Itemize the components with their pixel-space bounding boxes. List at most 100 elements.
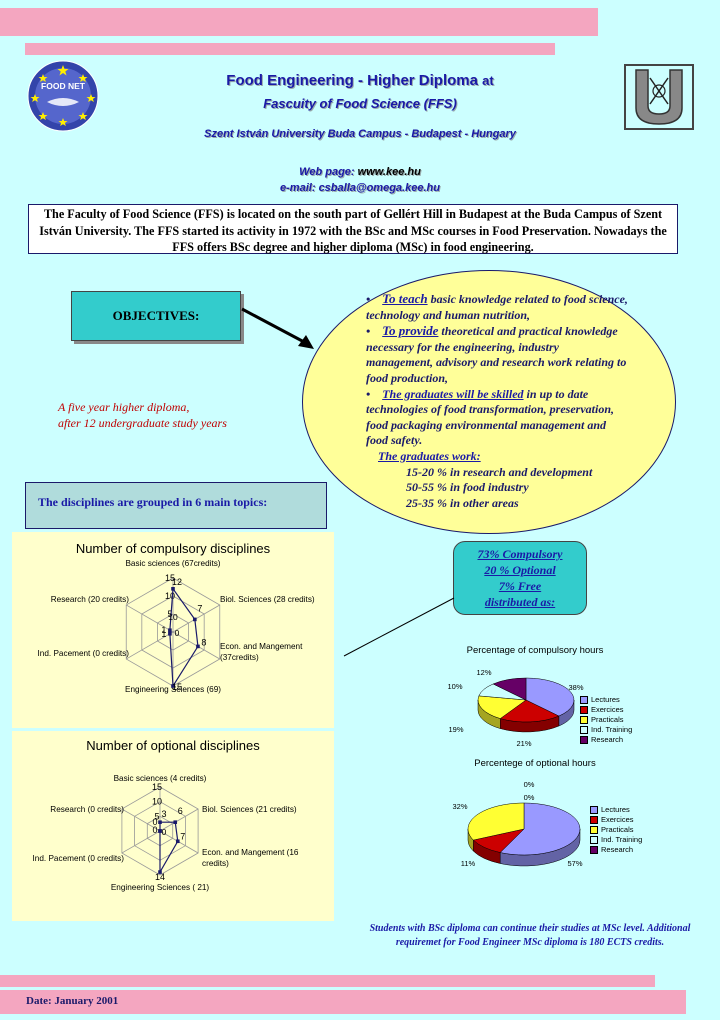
pie-slice <box>525 677 575 717</box>
radar-category-label: Basic sciences (67credits) <box>125 559 220 568</box>
title-main: Food Engineering - Higher Diploma <box>226 72 478 89</box>
work-heading: The graduates work: <box>378 448 481 463</box>
radar-value-label: 12 <box>172 577 182 587</box>
radar-category-label: Engineering Sciences ( 21) <box>111 883 210 892</box>
radar-category-label: Biol. Sciences (21 credits) <box>202 805 297 814</box>
radar-value-label: 7 <box>197 603 202 613</box>
legend-item: Research <box>580 735 632 745</box>
legend-label: Research <box>591 735 624 744</box>
radar-center-label: 0 <box>175 628 180 638</box>
legend-item: Practicals <box>580 715 632 725</box>
email-line: e-mail: csballa@omega.kee.hu <box>120 182 600 194</box>
radar-value-label: 1 <box>161 629 166 639</box>
provide-text: theoretical and practical knowledge nece… <box>366 324 627 385</box>
radar-axis <box>159 808 199 832</box>
radar-category-label-part: Basic sciences (67credits) <box>125 559 220 568</box>
foodnet-logo-text: FOOD NET <box>41 81 86 91</box>
pie-value-label: 10% <box>447 682 462 691</box>
optional-radar-chart: Number of optional disciplines15105Basic… <box>33 738 299 892</box>
legend-item: Practicals <box>590 825 642 835</box>
legend-swatch <box>590 816 598 824</box>
faculty-line: Fascuity of Food Science (FFS) <box>263 96 457 111</box>
legend-label: Research <box>601 845 634 854</box>
legend-swatch <box>590 806 598 814</box>
radar-value-label: 6 <box>178 806 183 816</box>
radar-category-label-part: Ind. Pacement (0 credits) <box>38 649 130 658</box>
legend-item: Ind. Training <box>580 725 632 735</box>
radar-point <box>158 820 162 824</box>
radar-tick-label: 10 <box>165 591 175 601</box>
provide-keyword: To provide <box>382 323 439 339</box>
pie-value-label: 12% <box>476 668 491 677</box>
radar-category-label: Engineering Sciences (69) <box>125 685 221 694</box>
distribution-box: 73% Compulsory 20 % Optional 7% Free dis… <box>453 541 587 615</box>
radar-tick-label: 15 <box>165 573 175 583</box>
radar-category-label-part: (37credits) <box>220 653 259 662</box>
radar-axis <box>121 808 161 832</box>
arrow-icon <box>241 307 314 349</box>
pie-value-label: 38% <box>568 683 583 692</box>
pie-slice <box>492 677 527 701</box>
legend-label: Exercices <box>591 705 624 714</box>
radar-value-label: 3 <box>161 809 166 819</box>
radar-category-label-part: Biol. Sciences (21 credits) <box>202 805 297 814</box>
legend-swatch <box>580 706 588 714</box>
compulsory-hours-pie: Percentage of compulsory hours38%21%19%1… <box>447 645 603 748</box>
radar-category-label: Ind. Pacement (0 credits) <box>33 854 125 863</box>
pie-value-label: 11% <box>461 859 476 868</box>
optional-hours-pie: Percentege of optional hours57%11%32%0%0… <box>452 758 595 868</box>
graduates-text: in up to date technologies of food trans… <box>366 386 615 448</box>
radar-category-label-part: credits) <box>202 859 229 868</box>
legend-item: Exercices <box>580 705 632 715</box>
legend-label: Practicals <box>601 825 634 834</box>
five-year-note: A five year higher diploma, after 12 und… <box>58 400 227 431</box>
radar-category-label: Biol. Sciences (28 credits) <box>220 595 315 604</box>
disciplines-label: The disciplines are grouped in 6 main to… <box>25 482 327 529</box>
legend-label: Exercices <box>601 815 634 824</box>
web-label: Web page: <box>299 166 355 178</box>
radar-category-label: Research (0 credits) <box>50 805 124 814</box>
distribution-line4: distributed as: <box>484 595 556 609</box>
web-line: Web page: www.kee.hu <box>120 166 600 178</box>
radar-value-label: 15 <box>172 682 182 692</box>
radar-center-label: 0 <box>162 827 167 837</box>
pie-slice <box>467 802 525 841</box>
legend-swatch <box>580 716 588 724</box>
radar-category-label-part: Research (0 credits) <box>50 805 124 814</box>
five-year-line1: A five year higher diploma, <box>58 400 190 414</box>
radar-value-label: 7 <box>180 831 185 841</box>
intro-box: The Faculty of Food Science (FFS) is loc… <box>28 204 678 254</box>
radar-value-label: 0 <box>152 817 157 827</box>
radar-point <box>173 820 178 824</box>
pie-value-label: 19% <box>448 725 463 734</box>
radar-point <box>175 839 180 844</box>
legend-item: Ind. Training <box>590 835 642 845</box>
radar-value-label: 10 <box>168 612 178 622</box>
radar-tick-label: 10 <box>152 797 162 807</box>
chart-title: Number of optional disciplines <box>86 738 260 753</box>
distribution-line3: 7% Free <box>498 579 542 593</box>
teach-text: basic knowledge related to food science,… <box>366 292 628 322</box>
distribution-line1: 73% Compulsory <box>477 547 563 561</box>
pie-slice <box>499 802 581 856</box>
radar-point <box>171 587 175 591</box>
pie-value-label: 21% <box>516 739 531 748</box>
top-decor-bar <box>0 8 598 36</box>
radar-category-label-part: Research (20 credits) <box>51 595 130 604</box>
footnote: Students with BSc diploma can continue t… <box>369 923 691 948</box>
email-link[interactable]: csballa@omega.kee.hu <box>318 182 440 194</box>
objective-provide: • To provide theoretical and practical k… <box>366 323 627 385</box>
radar-value-label: 8 <box>201 637 206 647</box>
bottom-decor-stripe <box>0 975 655 987</box>
legend-swatch <box>580 736 588 744</box>
radar-tick-label: 15 <box>152 782 162 792</box>
radar-value-label: 1 <box>161 625 166 635</box>
pie-value-label: 57% <box>567 859 582 868</box>
radar-category-label-part: Biol. Sciences (28 credits) <box>220 595 315 604</box>
star-icons <box>30 65 96 126</box>
radar-tick-label: 5 <box>167 609 172 619</box>
radar-category-label-part: Econ. and Mangement <box>220 642 303 651</box>
objective-graduates: • The graduates will be skilled in up to… <box>366 386 615 448</box>
web-link[interactable]: www.kee.hu <box>357 166 421 178</box>
